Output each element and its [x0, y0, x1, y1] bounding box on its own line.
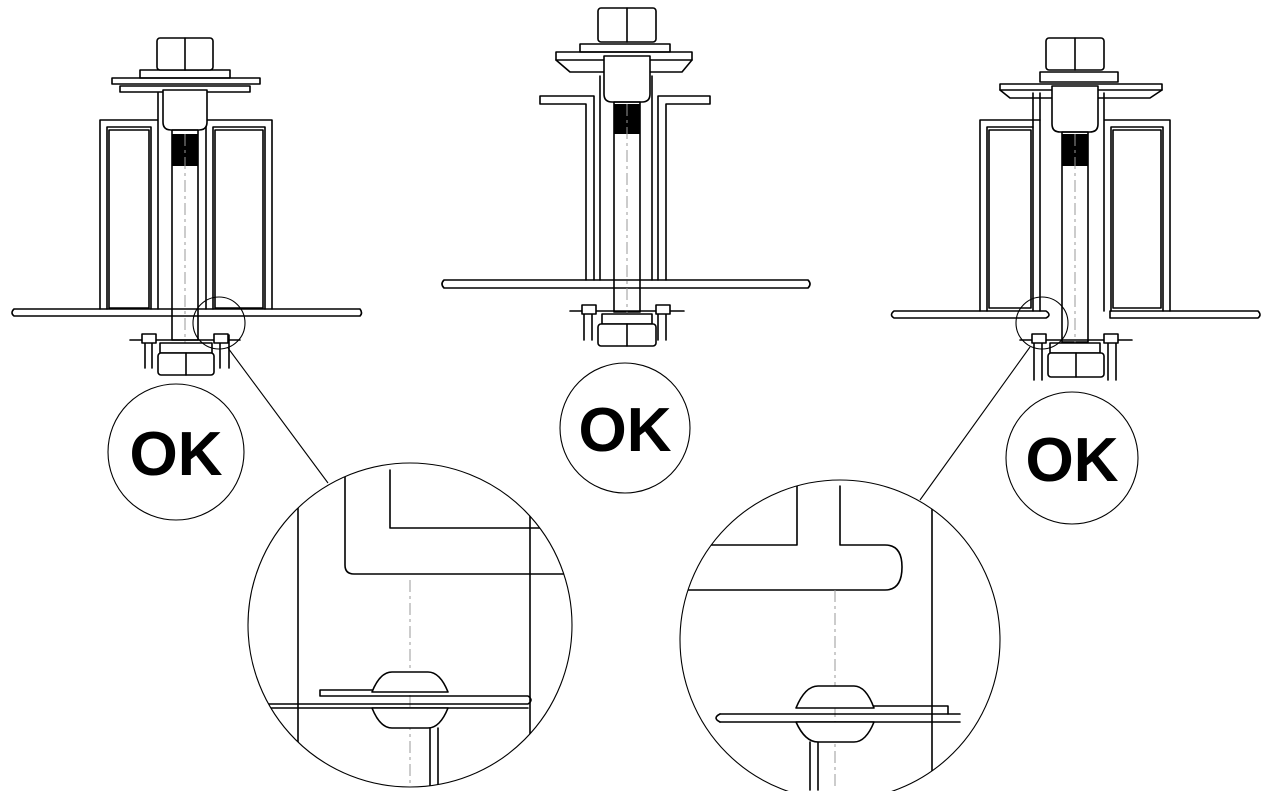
- right-detail-view: [679, 479, 1001, 791]
- left-profile-right: [205, 92, 273, 310]
- center-ok-label: OK: [579, 396, 672, 465]
- center-assembly: [441, 7, 811, 347]
- right-ok-label: OK: [1026, 426, 1119, 495]
- left-profile-left: [99, 92, 159, 310]
- left-detail-view: [247, 462, 573, 788]
- left-ok-label: OK: [130, 420, 223, 489]
- left-assembly: [11, 37, 363, 484]
- left-ok-badge: OK: [107, 383, 245, 521]
- center-flange-plate: [441, 279, 811, 289]
- right-flange-plate: [890, 310, 1050, 319]
- center-ok-badge: OK: [559, 362, 691, 494]
- left-flange-plate: [11, 308, 363, 317]
- right-ok-badge: OK: [1005, 391, 1139, 525]
- right-assembly: [890, 37, 1261, 501]
